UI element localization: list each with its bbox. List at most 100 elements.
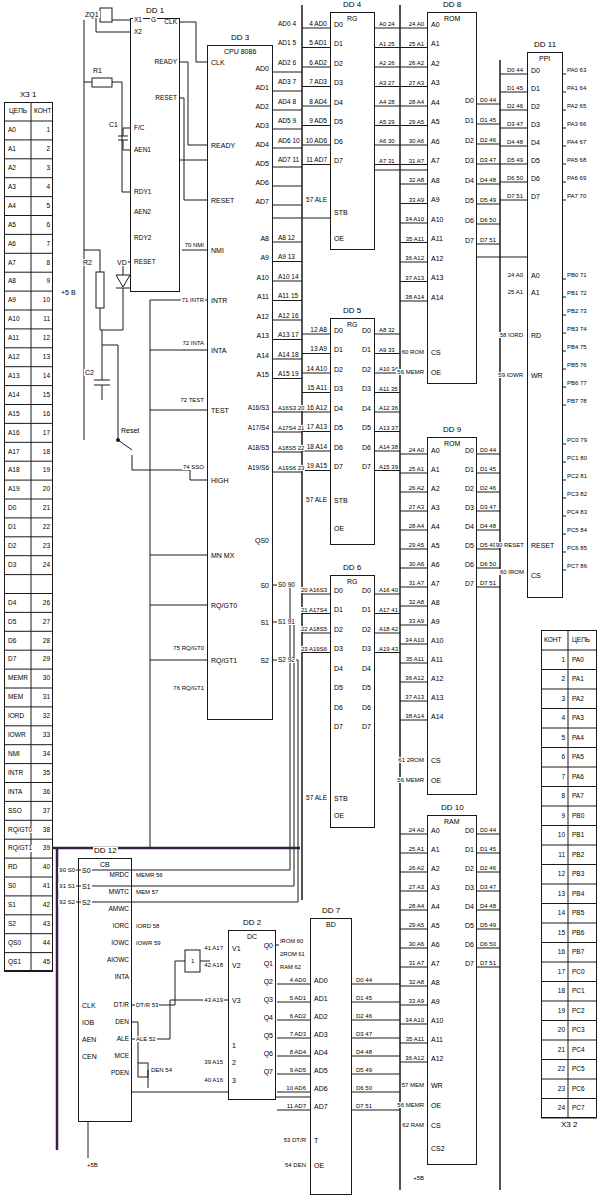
pin-wire	[302, 86, 330, 87]
pin-wire	[477, 224, 500, 225]
pin-wire	[302, 164, 330, 165]
pin-label: D7 51	[355, 1103, 373, 1109]
table-rule	[4, 971, 53, 972]
pin-wire	[563, 146, 566, 147]
pin-label: 2	[45, 146, 51, 153]
pin-label: 56 MEMR	[396, 777, 425, 783]
table-rule	[4, 366, 53, 367]
pin-label: AD0	[313, 977, 329, 984]
table-rule	[4, 782, 53, 783]
pin-label: 13 A9	[309, 346, 328, 353]
pin-wire	[563, 387, 566, 388]
pin-label: MRDC	[109, 872, 131, 879]
pin-wire	[400, 625, 427, 626]
pin-label: AD1	[313, 995, 329, 1002]
pin-label: 32 A8	[408, 599, 425, 605]
pin-wire	[375, 47, 400, 48]
table-rule	[4, 139, 53, 140]
pin-label: 44	[42, 940, 51, 947]
clock-circuit	[84, 8, 207, 480]
signal-wire	[180, 160, 207, 161]
pin-wire	[400, 164, 427, 165]
pin-label: D4 48	[479, 523, 497, 529]
pin-label: D2	[333, 366, 344, 373]
table-rule	[4, 631, 53, 632]
pin-label: A14 18	[277, 352, 300, 359]
pin-label: AD3 7	[277, 79, 297, 86]
pin-label: A9	[259, 254, 270, 261]
pin-wire	[477, 834, 500, 835]
pin-label: D3	[361, 645, 372, 652]
pin-label: PB7 78	[566, 398, 588, 404]
pin-label: PC3	[571, 1027, 586, 1034]
pin-wire	[302, 470, 330, 471]
pin-label: A14	[256, 352, 270, 359]
table-rule	[4, 385, 53, 386]
pin-label: A7	[430, 960, 441, 967]
pin-label: 4 AD0	[308, 21, 328, 28]
pin-label: RDY2	[133, 235, 152, 242]
chip-designator: DD 2	[242, 919, 262, 927]
chip-type: RG	[346, 321, 359, 328]
clock-wires	[150, 22, 207, 848]
pin-wire	[273, 186, 302, 187]
pin-label: D3 47	[479, 157, 497, 163]
pin-label: 76 RQ/GT1	[172, 685, 205, 691]
pin-label: S1	[81, 883, 92, 890]
pin-label: D0	[333, 587, 344, 594]
logic-gates	[88, 945, 279, 1158]
pin-label: 92 S2	[58, 899, 76, 905]
pin-label: S0	[259, 582, 270, 589]
pin-label: D6	[333, 444, 344, 451]
pin-label: S1	[7, 902, 17, 909]
pin-label: 32	[42, 713, 51, 720]
pin-label: AD6 10	[277, 138, 301, 145]
pin-wire	[375, 633, 400, 634]
pin-label: D0	[7, 505, 17, 512]
pin-label: A7	[430, 580, 441, 587]
pin-wire	[273, 432, 302, 433]
pin-wire	[400, 473, 427, 474]
pin-label: A11	[256, 293, 270, 300]
table-rule	[4, 177, 53, 178]
pin-label: A17S4 21	[277, 425, 305, 431]
pin-label: D7	[7, 656, 17, 663]
table-rule	[4, 877, 53, 878]
pin-label: D5	[7, 619, 17, 626]
pin-label: A1	[530, 289, 541, 296]
pin-label: 19	[557, 1008, 566, 1015]
pin-wire	[273, 129, 302, 130]
pin-label: 33	[42, 732, 51, 739]
pin-label: 23	[557, 1086, 566, 1093]
pin-label: A16/S3	[247, 405, 270, 412]
pin-label: OE	[430, 777, 442, 784]
pin-wire	[563, 297, 566, 298]
pin-label: D1	[333, 606, 344, 613]
table-rule	[4, 234, 53, 235]
pin-label: D3	[464, 884, 475, 891]
pin-label: PC2	[571, 1008, 586, 1015]
pin-wire	[273, 242, 302, 243]
pin-label: D4	[333, 99, 344, 106]
pin-label: PC5	[571, 1066, 586, 1073]
pin-label: D6 50	[479, 561, 497, 567]
pin-wire	[563, 279, 566, 280]
pin-label: 20 A16S3	[300, 587, 328, 593]
pin-wire	[400, 720, 427, 721]
pin-label: D7	[333, 157, 344, 164]
pin-label: PC7 86	[566, 563, 588, 569]
pin-label: PB0 71	[566, 272, 588, 278]
pin-label: 37	[42, 808, 51, 815]
pin-wire	[302, 28, 330, 29]
pin-label: D6	[464, 941, 475, 948]
pin-wire	[477, 204, 500, 205]
pin-label: 1	[45, 127, 51, 134]
pin-label: D7	[361, 463, 372, 470]
pin-wire	[477, 853, 500, 854]
pin-label: D2	[464, 485, 475, 492]
pin-label: CLK	[210, 59, 226, 66]
pin-wire	[273, 412, 302, 413]
pin-label: 16	[557, 949, 566, 956]
pin-wire	[477, 104, 500, 105]
pin-label: 10 AD6	[305, 138, 328, 145]
